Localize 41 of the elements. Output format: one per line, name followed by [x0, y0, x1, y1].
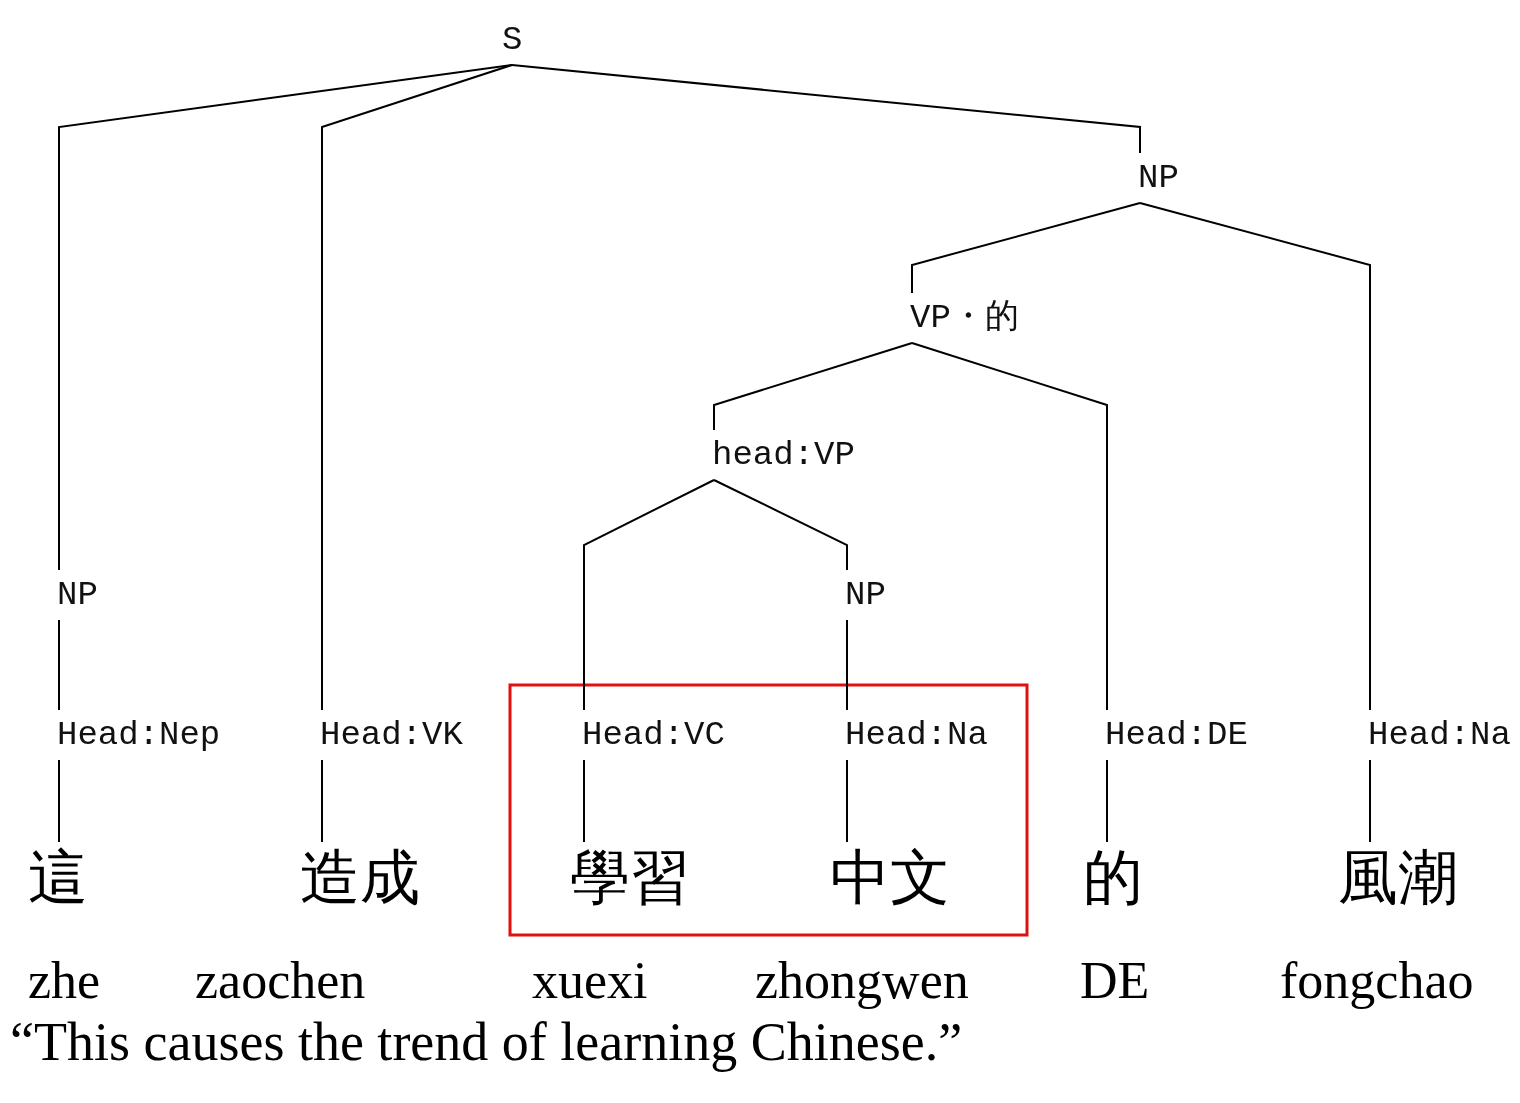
node-label: NP [57, 570, 98, 620]
tree-branch [1369, 759, 1371, 843]
node-label: S [502, 15, 523, 65]
tree-branch [58, 759, 60, 843]
tree-branch [58, 64, 513, 571]
node-label: NP [1138, 153, 1179, 203]
word-label: 造成 [300, 842, 420, 908]
pinyin-label: DE [1080, 955, 1150, 1007]
word-label: 風潮 [1338, 842, 1458, 908]
tree-branch [1139, 202, 1371, 711]
pinyin-label: zhe [28, 955, 101, 1007]
word-label: 學習 [570, 842, 690, 908]
pinyin-label: fongchao [1280, 955, 1474, 1007]
pinyin-label: xuexi [532, 955, 648, 1007]
node-label: VP・的 [910, 293, 1019, 343]
pinyin-label: zhongwen [755, 955, 969, 1007]
node-label: Head:Na [1368, 710, 1511, 760]
tree-branch [713, 342, 913, 431]
tree-branch [713, 479, 848, 571]
tree-branch [911, 202, 1141, 294]
tree-branch [321, 64, 513, 711]
word-label: 這 [28, 842, 88, 908]
tree-branch [583, 759, 585, 843]
word-label: 的 [1083, 842, 1143, 908]
node-label: Head:Nep [57, 710, 221, 760]
node-label: Head:VC [582, 710, 725, 760]
tree-branch [511, 64, 1141, 154]
node-label: Head:VK [320, 710, 463, 760]
tree-branch [846, 619, 848, 711]
tree-branch [846, 759, 848, 843]
tree-branch [321, 759, 323, 843]
tree-branch [583, 479, 715, 711]
tree-branch [1106, 759, 1108, 843]
node-label: Head:DE [1105, 710, 1248, 760]
node-label: NP [845, 570, 886, 620]
node-label: Head:Na [845, 710, 988, 760]
tree-branch [911, 342, 1108, 711]
word-label: 中文 [830, 842, 950, 908]
pinyin-label: zaochen [195, 955, 366, 1007]
tree-branch [58, 619, 60, 711]
node-label: head:VP [712, 430, 855, 480]
